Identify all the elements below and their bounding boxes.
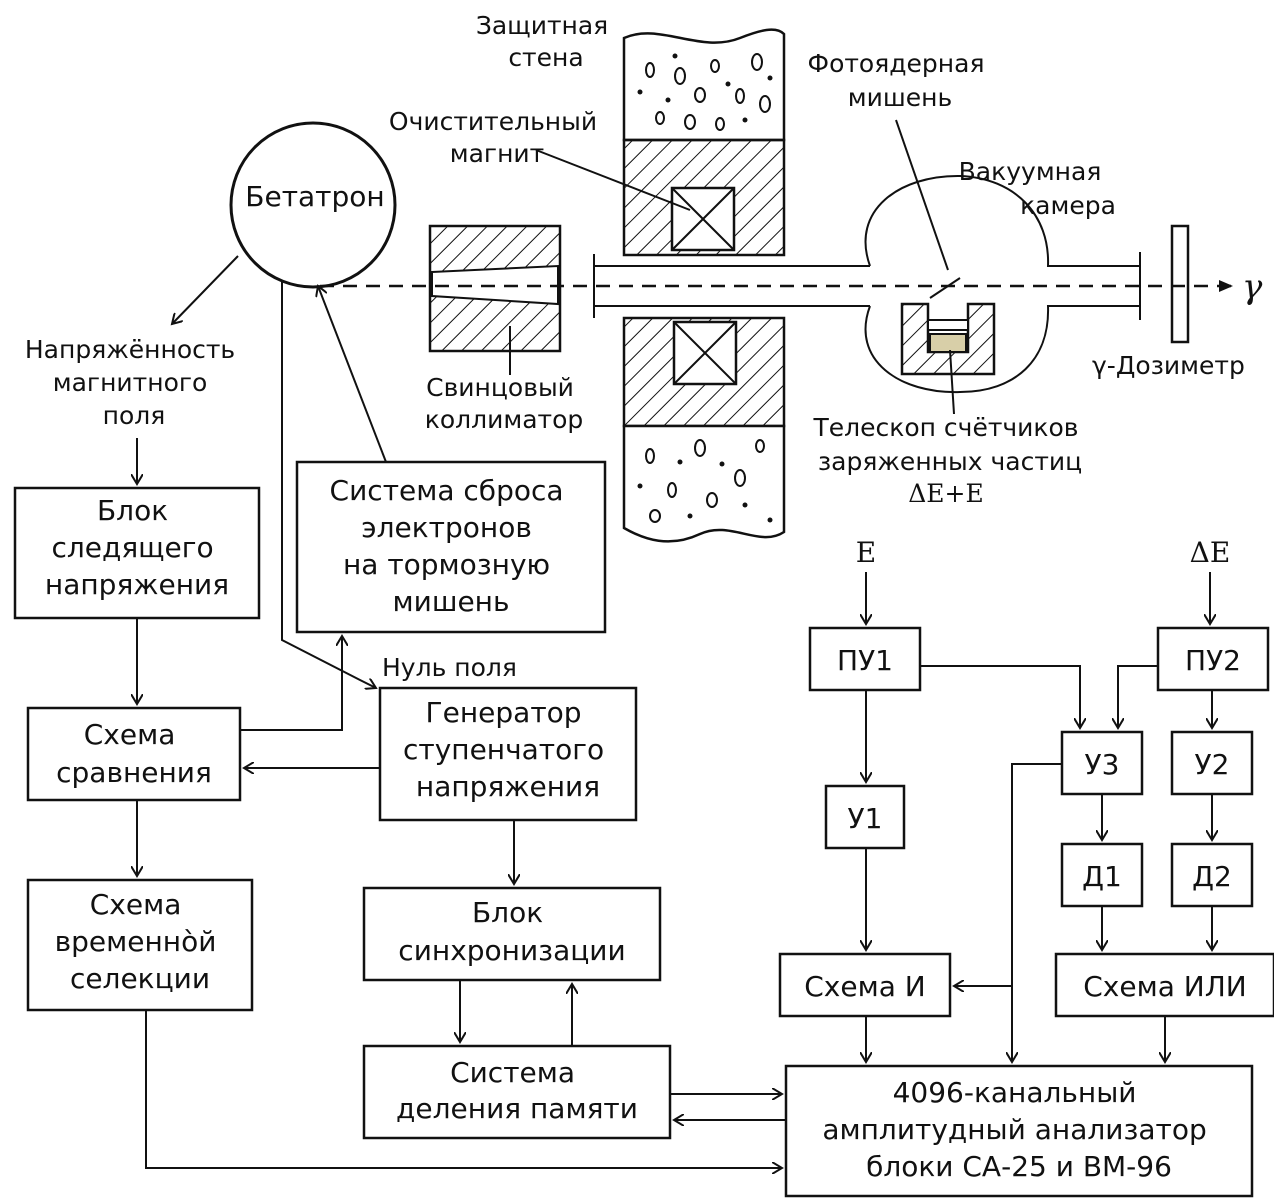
block-or-gate: Схема ИЛИ	[1054, 952, 1274, 1018]
svg-text:Система деления памяти: Система деления памяти	[396, 1056, 638, 1125]
svg-text:Блок синхронизации: Блок синхронизации	[398, 896, 625, 967]
svg-text:ПУ2: ПУ2	[1185, 644, 1241, 677]
block-pu1: ПУ1	[808, 626, 922, 692]
detector-telescope	[900, 302, 996, 376]
shielding-wall	[622, 28, 786, 543]
block-u1: У1	[824, 784, 906, 850]
svg-text:Схема временнòй се: Схема временнòй селекции	[55, 888, 226, 995]
svg-text:Схема сравнения: Схема сравнения	[56, 718, 212, 789]
block-tracking-voltage: Блок следящего напряжения	[13, 486, 261, 620]
block-pu2: ПУ2	[1156, 626, 1270, 692]
svg-text:Д2: Д2	[1192, 860, 1232, 893]
gamma-dosimeter	[1170, 224, 1190, 344]
block-d1: Д1	[1060, 842, 1144, 908]
svg-text:Блок следящего нап: Блок следящего напряжения	[45, 494, 229, 601]
svg-text:Система сброса электроно: Система сброса электронов на тормозную м…	[330, 474, 573, 618]
svg-text:Схема И: Схема И	[804, 970, 925, 1003]
block-and-gate: Схема И	[778, 952, 952, 1018]
field-strength-label: Напряжённость магнитного поля	[25, 335, 243, 430]
input-e-label: E	[856, 536, 876, 569]
block-u3: У3	[1060, 730, 1144, 796]
photonuclear-target	[929, 277, 961, 299]
svg-text:У1: У1	[848, 802, 883, 835]
betatron	[229, 121, 397, 289]
block-reset-system: Система сброса электронов на тормозную м…	[295, 460, 607, 634]
block-time-selection: Схема временнòй селекции	[26, 878, 254, 1012]
block-comparison: Схема сравнения	[26, 706, 242, 802]
beam-pipe	[593, 174, 1141, 394]
svg-text:Генератор ступенчатого: Генератор ступенчатого напряжения	[403, 696, 613, 803]
lead-collimator	[428, 224, 562, 353]
vacuum-chamber-label: Вакуумная камера	[959, 157, 1116, 220]
betatron-label: Бетатрон	[245, 180, 384, 213]
block-u2: У2	[1170, 730, 1254, 796]
block-analyzer: 4096-канальный амплитудный анализатор бл…	[784, 1064, 1254, 1198]
block-memory-division: Система деления памяти	[362, 1044, 672, 1140]
connections	[137, 255, 1212, 1168]
svg-text:У3: У3	[1085, 748, 1120, 781]
svg-text:Схема ИЛИ: Схема ИЛИ	[1083, 970, 1246, 1003]
gamma-dosimeter-label: γ-Дозиметр	[1092, 351, 1245, 380]
block-sync: Блок синхронизации	[362, 886, 662, 982]
block-step-generator: Генератор ступенчатого напряжения	[378, 686, 638, 822]
wall-label: Защитная стена	[476, 11, 616, 72]
cleaning-magnet-label: Очистительный магнит	[389, 107, 605, 168]
svg-text:ПУ1: ПУ1	[837, 644, 893, 677]
input-de-label: ΔE	[1190, 536, 1231, 569]
svg-text:У2: У2	[1195, 748, 1230, 781]
svg-text:4096-канальный амплитудн: 4096-канальный амплитудный анализатор бл…	[822, 1076, 1215, 1183]
lead-collimator-label: Свинцовый коллиматор	[425, 373, 584, 434]
telescope-label: Телескоп счётчиков заряженных частиц ΔE+…	[812, 413, 1090, 508]
block-d2: Д2	[1170, 842, 1254, 908]
label-pointers	[509, 119, 955, 415]
field-zero-label: Нуль поля	[382, 653, 517, 682]
svg-text:Д1: Д1	[1082, 860, 1122, 893]
photonuclear-target-label: Фотоядерная мишень	[808, 49, 993, 112]
gamma-symbol: γ	[1242, 267, 1263, 307]
